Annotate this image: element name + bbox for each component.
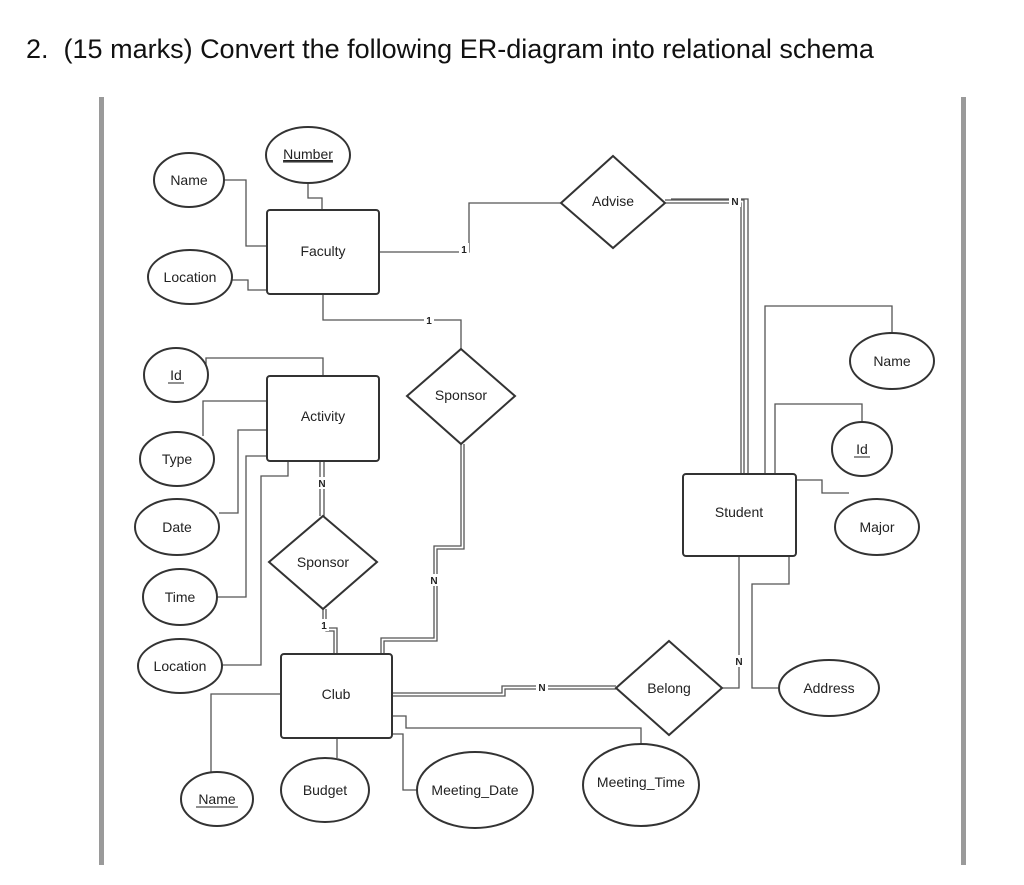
relationship-sponsor-activity-club-label: Sponsor bbox=[297, 554, 349, 570]
attribute-student-address: Address bbox=[778, 659, 880, 717]
relationship-advise-label: Advise bbox=[592, 193, 634, 209]
relationship-sponsor-faculty-club-label: Sponsor bbox=[435, 387, 487, 403]
attribute-faculty-location-label: Location bbox=[164, 269, 217, 285]
attribute-activity-date: Date bbox=[134, 498, 220, 556]
attribute-activity-id-label: Id bbox=[170, 367, 182, 383]
entity-activity-label: Activity bbox=[301, 408, 345, 424]
attribute-activity-id: Id bbox=[143, 347, 209, 403]
left-frame-bar bbox=[99, 97, 104, 865]
attribute-club-budget-label: Budget bbox=[303, 782, 347, 798]
relationship-belong: Belong bbox=[614, 639, 724, 737]
attribute-student-major: Major bbox=[834, 498, 920, 556]
attribute-club-budget: Budget bbox=[280, 757, 370, 823]
attribute-activity-time-label: Time bbox=[165, 589, 196, 605]
attribute-student-id-label: Id bbox=[856, 441, 868, 457]
attribute-club-meeting-date-label: Meeting_Date bbox=[431, 782, 518, 798]
attribute-faculty-number-label: Number bbox=[283, 146, 333, 162]
entity-faculty: Faculty bbox=[266, 209, 380, 295]
question-heading: 2. (15 marks) Convert the following ER-d… bbox=[26, 34, 874, 65]
attribute-student-address-label: Address bbox=[803, 680, 854, 696]
entity-faculty-label: Faculty bbox=[300, 243, 345, 259]
attribute-activity-date-label: Date bbox=[162, 519, 192, 535]
card-faculty-sponsor: 1 bbox=[426, 316, 432, 327]
attribute-student-major-label: Major bbox=[859, 519, 894, 535]
card-sponsor-club: N bbox=[430, 576, 437, 587]
attribute-activity-location: Location bbox=[137, 638, 223, 694]
attribute-club-name: Name bbox=[180, 771, 254, 827]
relationship-sponsor-activity-club: Sponsor bbox=[267, 514, 379, 611]
attribute-student-name-label: Name bbox=[873, 353, 911, 369]
card-belong-student: N bbox=[735, 657, 742, 668]
cardinality-labels: 1 N 1 N N 1 N N bbox=[316, 195, 745, 694]
relationship-belong-label: Belong bbox=[647, 680, 691, 696]
attribute-club-meeting-date: Meeting_Date bbox=[416, 751, 534, 829]
attribute-faculty-name-label: Name bbox=[170, 172, 208, 188]
entity-student: Student bbox=[682, 473, 797, 557]
attribute-activity-type: Type bbox=[139, 431, 215, 487]
entity-student-label: Student bbox=[715, 504, 763, 520]
attribute-faculty-location: Location bbox=[147, 249, 233, 305]
entity-club: Club bbox=[280, 653, 393, 739]
card-sponsor-club-activity: 1 bbox=[321, 621, 327, 632]
attribute-activity-time: Time bbox=[142, 568, 218, 626]
attribute-activity-type-label: Type bbox=[162, 451, 193, 467]
attribute-activity-location-label: Location bbox=[154, 658, 207, 674]
attribute-faculty-number: Number bbox=[265, 126, 351, 184]
question-number: 2. bbox=[26, 34, 49, 64]
relationship-sponsor-faculty-club: Sponsor bbox=[405, 347, 517, 446]
attribute-club-meeting-time-label: Meeting_Time bbox=[597, 774, 685, 790]
question-text: (15 marks) Convert the following ER-diag… bbox=[63, 34, 874, 64]
right-frame-bar bbox=[961, 97, 966, 865]
entity-activity: Activity bbox=[266, 375, 380, 462]
attribute-student-id: Id bbox=[831, 421, 893, 477]
relationship-advise: Advise bbox=[559, 154, 667, 250]
attribute-faculty-name: Name bbox=[153, 152, 225, 208]
attribute-student-name: Name bbox=[849, 332, 935, 390]
card-faculty-advise: 1 bbox=[461, 245, 467, 256]
entity-club-label: Club bbox=[322, 686, 351, 702]
attribute-club-name-label: Name bbox=[198, 791, 236, 807]
attribute-club-meeting-time: Meeting_Time bbox=[582, 743, 700, 827]
card-advise-student: N bbox=[731, 197, 738, 208]
card-activity-sponsor: N bbox=[318, 479, 325, 490]
card-club-belong: N bbox=[538, 683, 545, 694]
